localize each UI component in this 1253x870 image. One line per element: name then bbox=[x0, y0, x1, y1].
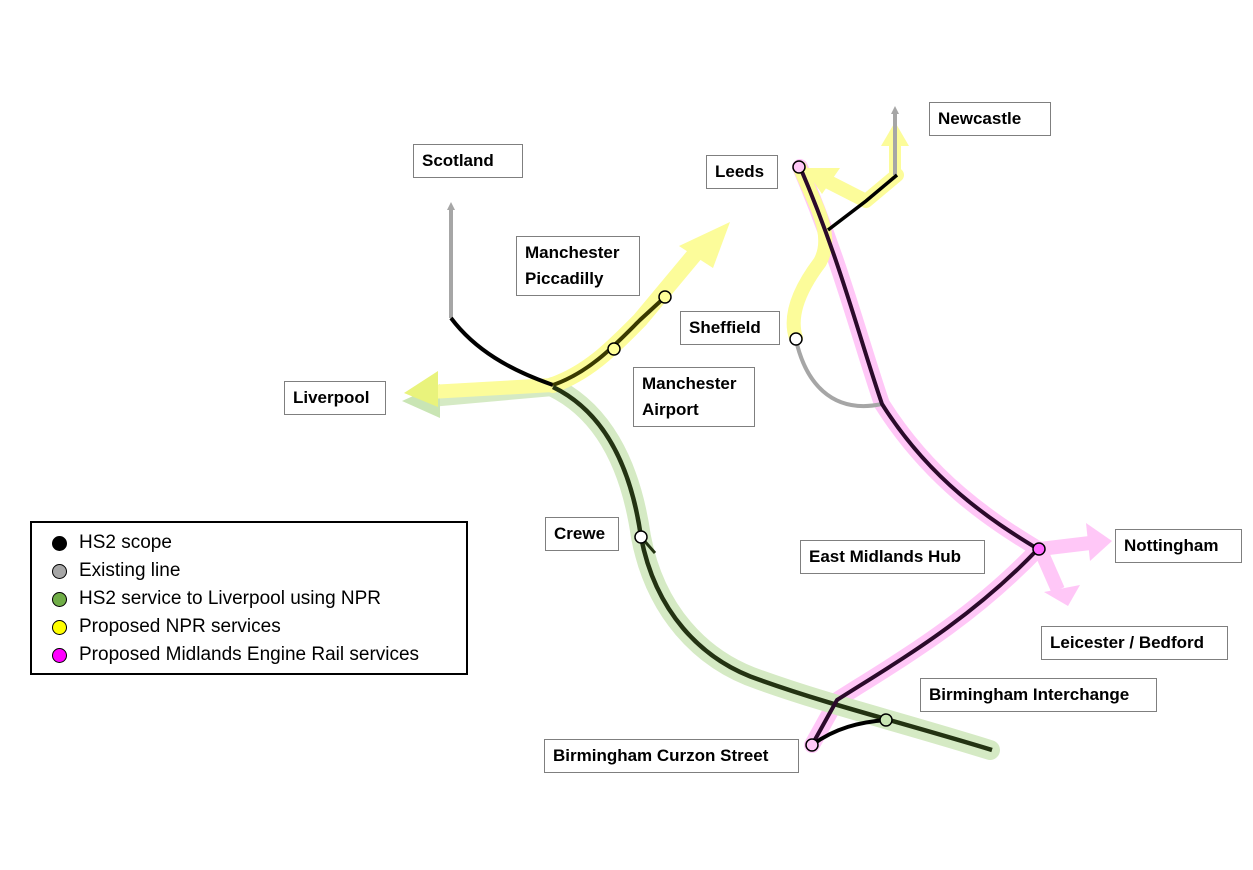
legend-label: Proposed NPR services bbox=[79, 616, 281, 637]
label-birmingham-interchange: Birmingham Interchange bbox=[920, 678, 1157, 712]
label-birmingham-curzon-street: Birmingham Curzon Street bbox=[544, 739, 799, 773]
existing-lines bbox=[447, 106, 899, 408]
legend-label: Existing line bbox=[79, 560, 181, 581]
legend-swatch-midlands-engine bbox=[52, 647, 67, 663]
legend: HS2 scope Existing line HS2 service to L… bbox=[30, 521, 468, 675]
label-crewe: Crewe bbox=[545, 517, 619, 551]
legend-item-hs2-scope: HS2 scope bbox=[52, 529, 466, 557]
label-east-midlands-hub: East Midlands Hub bbox=[800, 540, 985, 574]
station-manchester-airport bbox=[607, 342, 621, 356]
station-birmingham-curzon-street bbox=[805, 738, 819, 752]
legend-swatch-proposed-npr bbox=[52, 619, 67, 635]
label-leeds: Leeds bbox=[706, 155, 778, 189]
station-sheffield bbox=[789, 332, 803, 346]
label-manchester-airport: Manchester Airport bbox=[633, 367, 755, 427]
label-sheffield: Sheffield bbox=[680, 311, 780, 345]
label-manchester-piccadilly: Manchester Piccadilly bbox=[516, 236, 640, 296]
label-scotland: Scotland bbox=[413, 144, 523, 178]
stations bbox=[607, 160, 1046, 752]
legend-item-proposed-npr: Proposed NPR services bbox=[52, 613, 466, 641]
station-manchester-piccadilly bbox=[658, 290, 672, 304]
label-manchester-piccadilly-line2: Piccadilly bbox=[525, 269, 604, 288]
legend-swatch-hs2-scope bbox=[52, 535, 67, 551]
legend-label: Proposed Midlands Engine Rail services bbox=[79, 644, 420, 665]
label-manchester-piccadilly-line1: Manchester bbox=[525, 243, 620, 262]
legend-item-hs2-liverpool-npr: HS2 service to Liverpool using NPR bbox=[52, 585, 466, 613]
label-liverpool: Liverpool bbox=[284, 381, 386, 415]
station-leeds bbox=[792, 160, 806, 174]
label-manchester-airport-line2: Airport bbox=[642, 400, 699, 419]
legend-swatch-hs2-liverpool-npr bbox=[52, 591, 67, 607]
label-newcastle: Newcastle bbox=[929, 102, 1051, 136]
station-crewe bbox=[634, 530, 648, 544]
station-east-midlands-hub bbox=[1032, 542, 1046, 556]
label-nottingham: Nottingham bbox=[1115, 529, 1242, 563]
legend-label: HS2 service to Liverpool using NPR bbox=[79, 588, 382, 609]
hs2-scope-lines bbox=[449, 166, 1040, 753]
legend-label: HS2 scope bbox=[79, 532, 172, 553]
legend-item-existing-line: Existing line bbox=[52, 557, 466, 585]
legend-item-midlands-engine: Proposed Midlands Engine Rail services bbox=[52, 641, 466, 669]
label-leicester-bedford: Leicester / Bedford bbox=[1041, 626, 1228, 660]
legend-swatch-existing-line bbox=[52, 563, 67, 579]
station-birmingham-interchange bbox=[879, 713, 893, 727]
label-manchester-airport-line1: Manchester bbox=[642, 374, 737, 393]
